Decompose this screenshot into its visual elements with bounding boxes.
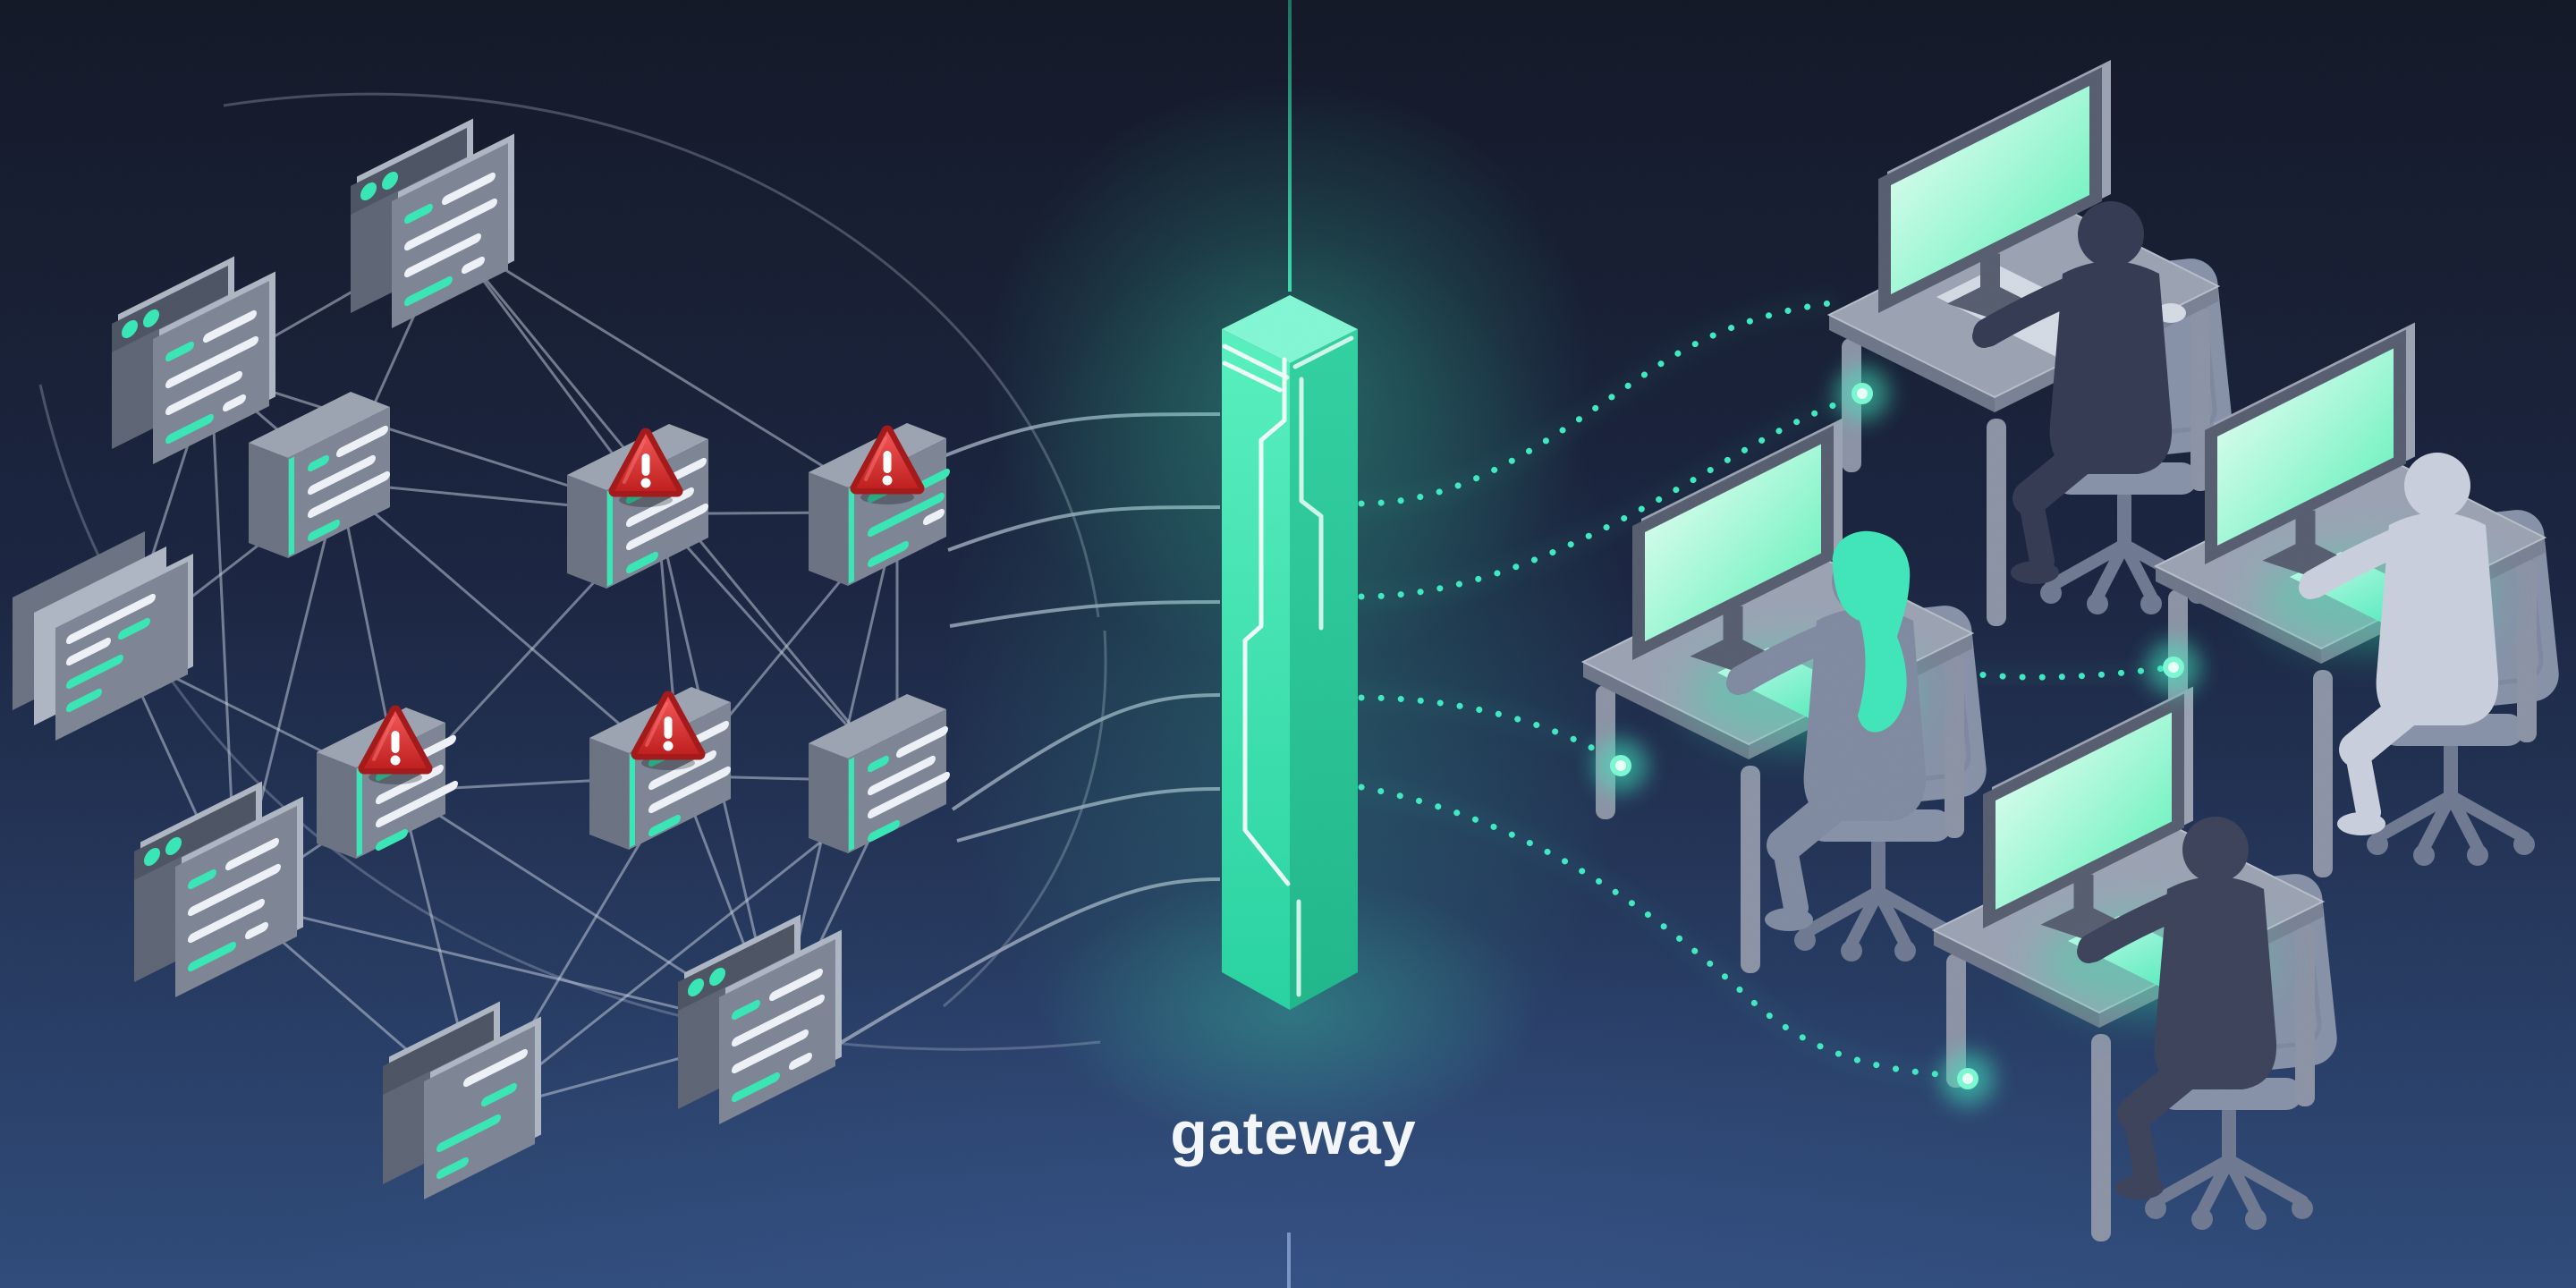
gateway-label: gateway <box>1170 1099 1417 1167</box>
